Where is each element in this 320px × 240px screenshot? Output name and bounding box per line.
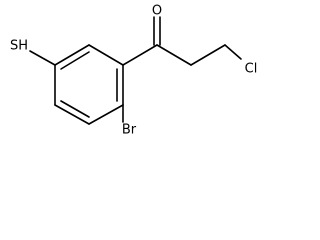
bond-ch2-cl <box>224 44 242 60</box>
ring-bond-c2-c3 <box>88 104 124 125</box>
chlorine-label: Cl <box>245 62 258 77</box>
ring-bond-c5-c6 <box>54 44 90 66</box>
oxygen-label: O <box>152 4 162 19</box>
ring-double-bond-c3-c4 <box>60 100 90 118</box>
bond-ring-thiol <box>29 50 56 66</box>
thiol-label: SH <box>10 39 28 54</box>
ring-double-bond-c5-c6 <box>60 51 90 70</box>
bond-ch2-ch2 <box>190 44 226 66</box>
benzene-ring <box>54 44 124 125</box>
ring-bond-c3-c4 <box>54 104 90 125</box>
ring-bond-c6-c1 <box>88 44 124 66</box>
bond-ring-carbonyl <box>122 44 158 66</box>
chloropropanone-chain <box>122 16 242 66</box>
bromine-label: Br <box>122 123 137 138</box>
chemical-structure-diagram: O SH Cl Br <box>10 4 258 138</box>
bond-carbonyl-ch2 <box>156 44 192 66</box>
